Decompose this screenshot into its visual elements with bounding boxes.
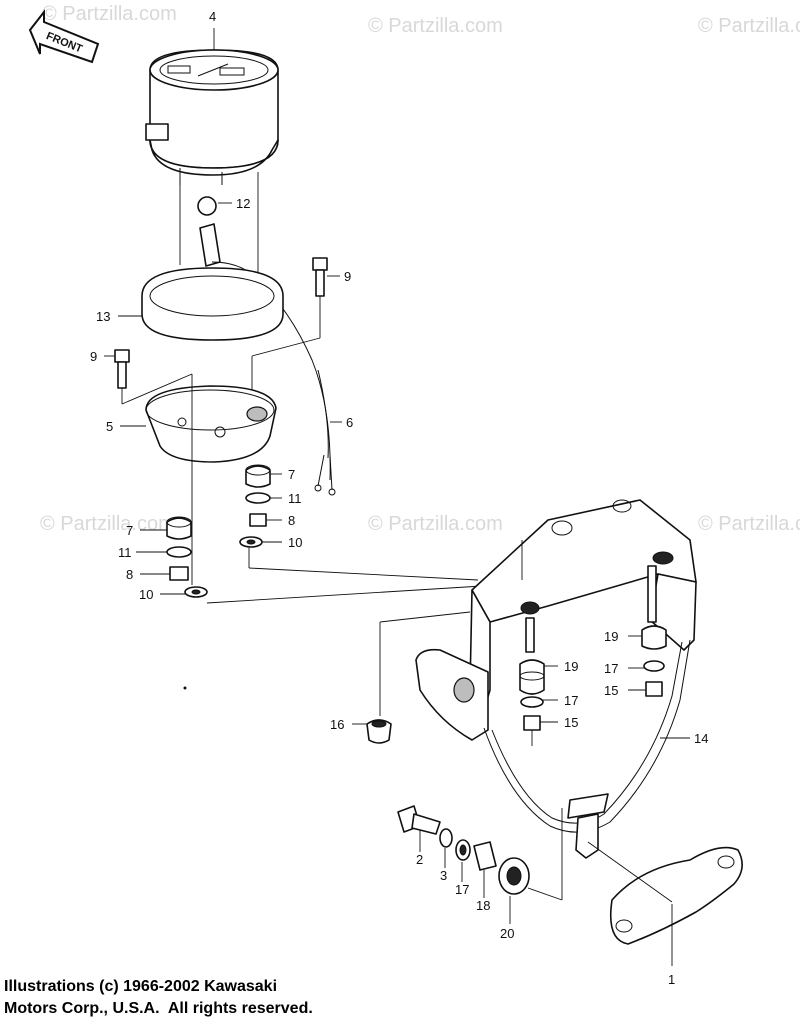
watermark: © Partzilla.com <box>368 513 503 535</box>
bolt-9-left <box>114 349 130 389</box>
lower-bracket <box>575 813 743 945</box>
callout-16: 16 <box>330 717 344 732</box>
copyright-notice: Illustrations (c) 1966-2002 Kawasaki Mot… <box>4 976 313 1020</box>
callout-7: 7 <box>288 467 295 482</box>
watermark: © Partzilla.com <box>40 513 175 535</box>
callout-17: 17 <box>564 693 578 708</box>
watermark: © Partzilla.com <box>698 513 800 535</box>
copyright-line-2: Motors Corp., U.S.A. All rights reserved… <box>4 1000 313 1017</box>
callout-1: 1 <box>668 972 675 987</box>
callout-8: 8 <box>288 513 295 528</box>
bottom-fastener-group <box>397 805 530 895</box>
grommet-16 <box>366 719 392 744</box>
callout-9: 9 <box>344 269 351 284</box>
callout-labels: 4 12 9 13 9 6 5 7 11 8 10 7 11 8 10 19 1… <box>90 9 708 987</box>
callout-11: 11 <box>118 545 132 560</box>
left-fastener-stack <box>166 516 208 598</box>
callout-3: 3 <box>440 868 447 883</box>
watermark: © Partzilla.com <box>42 3 177 25</box>
callout-18: 18 <box>476 898 490 913</box>
bracket-right-fastener-stack <box>641 565 667 697</box>
callout-15: 15 <box>604 683 618 698</box>
right-fastener-stack <box>239 464 271 548</box>
mount-ring <box>141 267 284 341</box>
callout-13: 13 <box>96 309 110 324</box>
watermark: © Partzilla.com <box>368 15 503 37</box>
callout-6: 6 <box>346 415 353 430</box>
meter-base <box>145 385 277 463</box>
callout-11: 11 <box>288 491 302 506</box>
copyright-line-1: Illustrations (c) 1966-2002 Kawasaki <box>4 978 278 995</box>
callout-12: 12 <box>236 196 250 211</box>
callout-17: 17 <box>455 882 469 897</box>
watermarks: © Partzilla.com © Partzilla.com © Partzi… <box>40 3 800 535</box>
meter-cable <box>314 369 336 496</box>
callout-15: 15 <box>564 715 578 730</box>
callout-14: 14 <box>694 731 708 746</box>
callout-19: 19 <box>564 659 578 674</box>
callout-7: 7 <box>126 523 133 538</box>
callout-19: 19 <box>604 629 618 644</box>
callout-2: 2 <box>416 852 423 867</box>
callout-9: 9 <box>90 349 97 364</box>
watermark: © Partzilla.com <box>698 15 800 37</box>
callout-20: 20 <box>500 926 514 941</box>
center-fastener-stack <box>519 617 545 731</box>
meter-bracket <box>415 499 697 833</box>
callout-8: 8 <box>126 567 133 582</box>
bolt-9-right <box>312 257 328 297</box>
callout-10: 10 <box>288 535 302 550</box>
callout-5: 5 <box>106 419 113 434</box>
callout-17: 17 <box>604 661 618 676</box>
speedometer <box>145 49 279 185</box>
callout-4: 4 <box>209 9 216 24</box>
callout-10: 10 <box>139 587 153 602</box>
